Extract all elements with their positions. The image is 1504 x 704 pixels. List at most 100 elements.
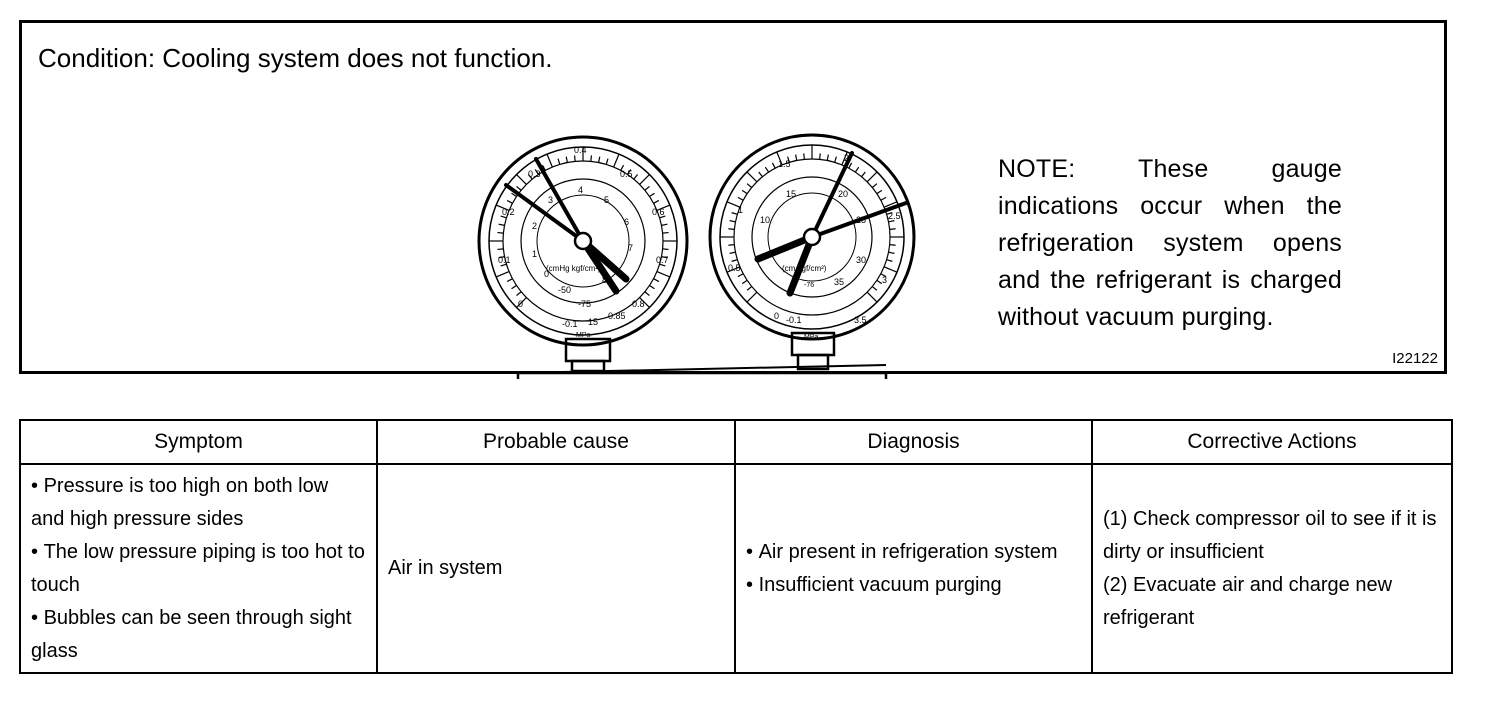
dial-tick	[728, 244, 735, 246]
dial-tick	[795, 154, 798, 161]
dial-tick	[871, 183, 878, 188]
svg-text:MPa: MPa	[804, 334, 819, 341]
dial-tick	[880, 196, 887, 201]
dial-tick	[495, 204, 510, 211]
svg-text:4: 4	[578, 185, 583, 195]
svg-text:-0.1: -0.1	[786, 315, 802, 325]
dial-tick	[573, 155, 576, 162]
dial-tick	[639, 297, 650, 308]
condition-text: Condition: Cooling system does not funct…	[38, 43, 553, 73]
svg-text:0.85: 0.85	[608, 311, 626, 321]
dial-tick	[495, 271, 510, 278]
dial-tick	[506, 199, 513, 204]
svg-text:-76: -76	[804, 282, 814, 289]
dial-tick	[729, 220, 736, 223]
svg-text:5: 5	[604, 195, 609, 205]
header-diagnosis: Diagnosis	[734, 419, 1093, 465]
dial-tick	[500, 215, 507, 219]
dial-tick	[889, 244, 896, 246]
dial-tick	[746, 291, 758, 303]
dial-tick	[613, 153, 620, 168]
svg-text:0.1: 0.1	[498, 255, 511, 265]
actions-cell: (1) Check compressor oil to see if it is…	[1091, 463, 1453, 674]
dial-tick	[746, 286, 753, 291]
dial-tick	[729, 251, 736, 254]
svg-text:0.2: 0.2	[502, 207, 515, 217]
table-row: Pressure is too high on both low and hig…	[19, 463, 1453, 674]
diagnosis-item: Insufficient vacuum purging	[746, 569, 1081, 602]
action-item: (1) Check compressor oil to see if it is…	[1103, 507, 1437, 563]
svg-text:2.5: 2.5	[888, 211, 901, 221]
dial-tick	[861, 171, 866, 178]
svg-text:0.6: 0.6	[652, 207, 665, 217]
svg-text:15: 15	[786, 189, 796, 199]
dial-tick	[497, 248, 504, 251]
dial-tick	[527, 174, 533, 180]
svg-text:0.3: 0.3	[528, 169, 541, 179]
symptom-cell: Pressure is too high on both low and hig…	[19, 463, 378, 674]
dial-tick	[500, 263, 507, 267]
dial-tick	[866, 291, 878, 303]
svg-text:1: 1	[532, 249, 537, 259]
dial-tick	[888, 220, 895, 223]
svg-text:1: 1	[738, 205, 743, 215]
svg-text:0: 0	[544, 269, 549, 279]
svg-text:7: 7	[628, 243, 633, 253]
svg-text:MPa: MPa	[576, 332, 591, 339]
svg-text:15: 15	[588, 317, 598, 327]
dial-tick	[511, 284, 517, 290]
dial-tick	[841, 151, 848, 166]
svg-text:0: 0	[518, 299, 523, 309]
svg-text:-50: -50	[558, 285, 571, 295]
svg-text:30: 30	[856, 255, 866, 265]
dial-tick	[741, 189, 748, 195]
dial-tick	[741, 279, 748, 285]
svg-text:0: 0	[774, 311, 779, 321]
dial-tick	[746, 171, 758, 183]
dial-tick	[662, 248, 669, 251]
dial-tick	[758, 171, 763, 178]
dial-tick	[803, 153, 805, 160]
note-text: NOTE: These gauge indications occur when…	[998, 155, 1342, 331]
diagnosis-item: Air present in refrigeration system	[746, 536, 1081, 569]
dial-tick	[787, 156, 790, 163]
dial-tick	[546, 153, 553, 168]
svg-text:20: 20	[838, 189, 848, 199]
dial-tick	[883, 266, 898, 273]
dial-tick	[771, 162, 776, 169]
dial-tick	[633, 174, 639, 180]
dial-tick	[649, 192, 655, 198]
dial-tick	[888, 251, 895, 254]
dial-tick	[661, 256, 668, 259]
symptom-item: Pressure is too high on both low and hig…	[31, 470, 366, 536]
svg-text:1.5: 1.5	[778, 159, 791, 169]
dial-tick	[854, 166, 860, 173]
svg-text:35: 35	[834, 277, 844, 287]
dial-tick	[731, 259, 738, 262]
dial-tick	[661, 223, 668, 226]
dial-tick	[866, 171, 878, 183]
header-symptom: Symptom	[19, 419, 378, 465]
dial-tick	[876, 279, 883, 285]
cause-cell: Air in system	[376, 463, 736, 674]
diagnosis-table: Symptom Probable cause Diagnosis Correct…	[19, 419, 1453, 674]
dial-tick	[557, 158, 561, 165]
dial-tick	[649, 284, 655, 290]
low-gauge-scale: 0.4 0.3 0.2 0.1 0 0.5 0.6 0.7 0.8 0.85 0…	[498, 145, 669, 339]
svg-text:3: 3	[882, 275, 887, 285]
svg-text:2: 2	[532, 221, 537, 231]
dial-tick	[590, 155, 593, 162]
dial-tick	[886, 212, 893, 215]
dial-tick	[826, 154, 829, 161]
dial-tick	[639, 174, 650, 185]
dial-tick	[726, 201, 741, 208]
dial-tick	[506, 278, 513, 283]
dial-tick	[516, 291, 522, 297]
dial-tick	[889, 228, 896, 230]
figure-id: I22122	[1392, 350, 1438, 367]
dial-tick	[659, 215, 666, 219]
svg-text:3.5: 3.5	[854, 315, 867, 325]
dial-tick	[737, 196, 744, 201]
svg-text:0.4: 0.4	[574, 145, 587, 155]
dial-tick	[598, 156, 601, 163]
